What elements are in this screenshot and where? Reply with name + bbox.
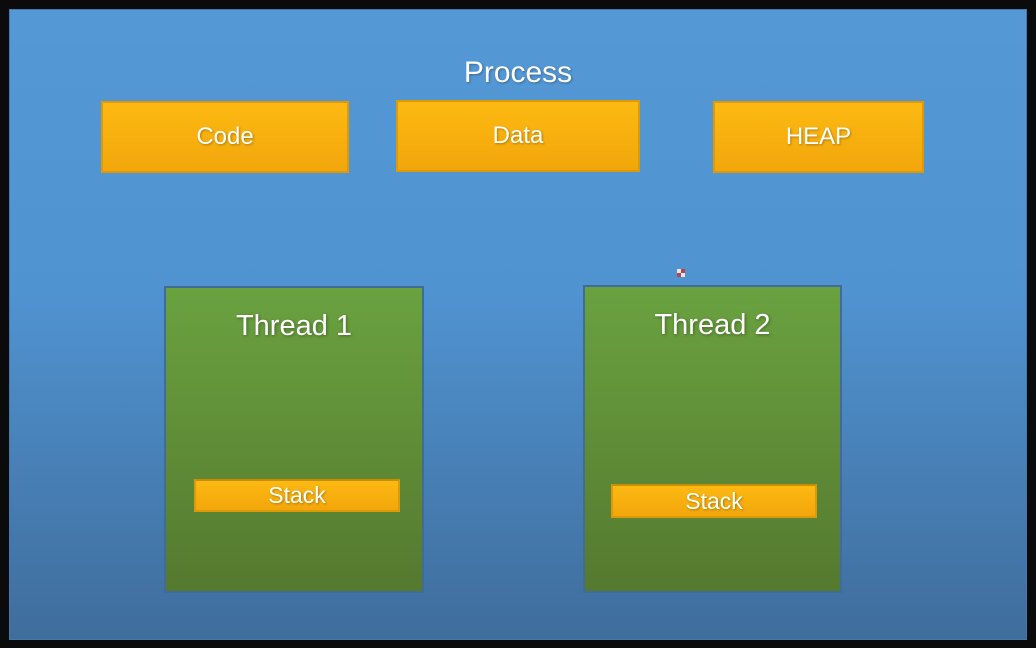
code-box-label: Code	[196, 123, 254, 150]
process-diagram-panel: Process Code Data HEAP Thread 1 Stack Th…	[9, 9, 1027, 640]
data-box-label: Data	[492, 122, 544, 149]
thread1-label: Thread 1	[235, 310, 353, 342]
thread2-stack-box: Stack	[611, 484, 817, 518]
cursor-artifact	[677, 269, 685, 277]
thread1-stack-label: Stack	[268, 482, 326, 508]
thread2-box: Thread 2 Stack	[583, 285, 842, 593]
process-title: Process	[463, 56, 573, 89]
thread2-label: Thread 2	[654, 309, 771, 341]
code-box: Code	[101, 101, 349, 173]
thread1-box: Thread 1 Stack	[164, 286, 424, 593]
heap-box: HEAP	[713, 101, 924, 173]
data-box: Data	[396, 100, 640, 172]
thread2-stack-label: Stack	[685, 487, 743, 514]
thread1-stack-box: Stack	[194, 479, 400, 512]
heap-box-label: HEAP	[785, 123, 852, 150]
